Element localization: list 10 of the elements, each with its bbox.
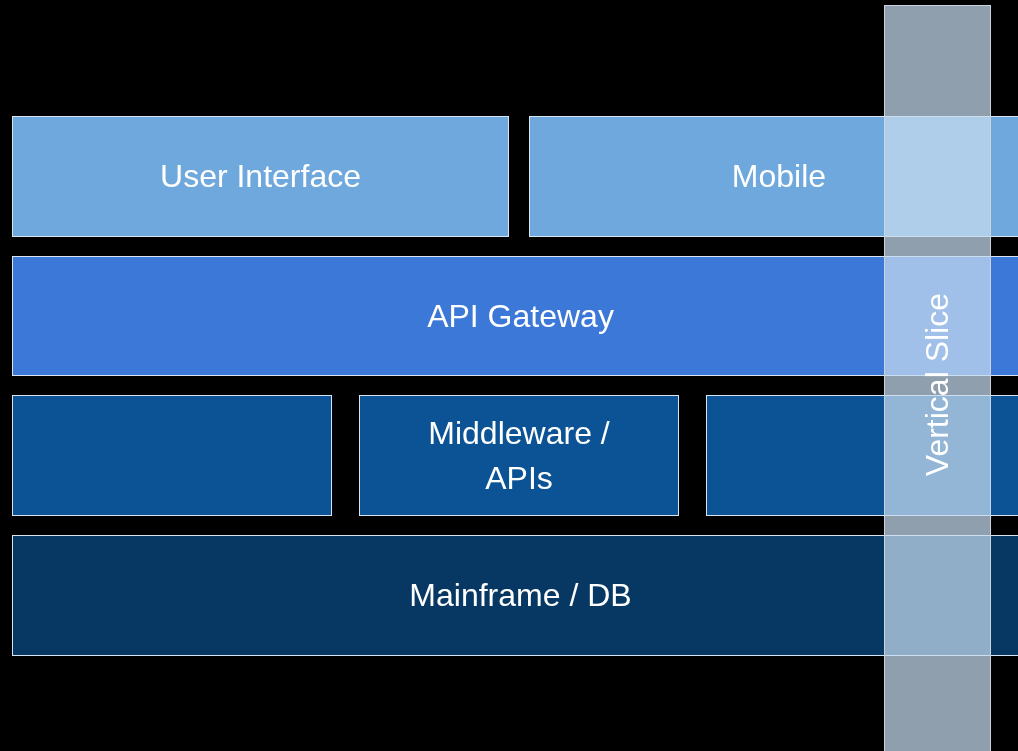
layer-label: Mobile — [731, 157, 827, 197]
layer-label: Middleware / APIs — [427, 413, 611, 498]
vertical-band — [884, 5, 991, 751]
layer-label: User Interface — [160, 157, 361, 197]
layer-label: API Gateway — [427, 296, 614, 336]
layer-box — [12, 116, 509, 237]
layer-label: Mainframe / DB — [409, 576, 632, 616]
layer-box — [12, 395, 332, 516]
band-label: Vertical Slice — [919, 293, 956, 477]
layer-box — [359, 395, 679, 516]
